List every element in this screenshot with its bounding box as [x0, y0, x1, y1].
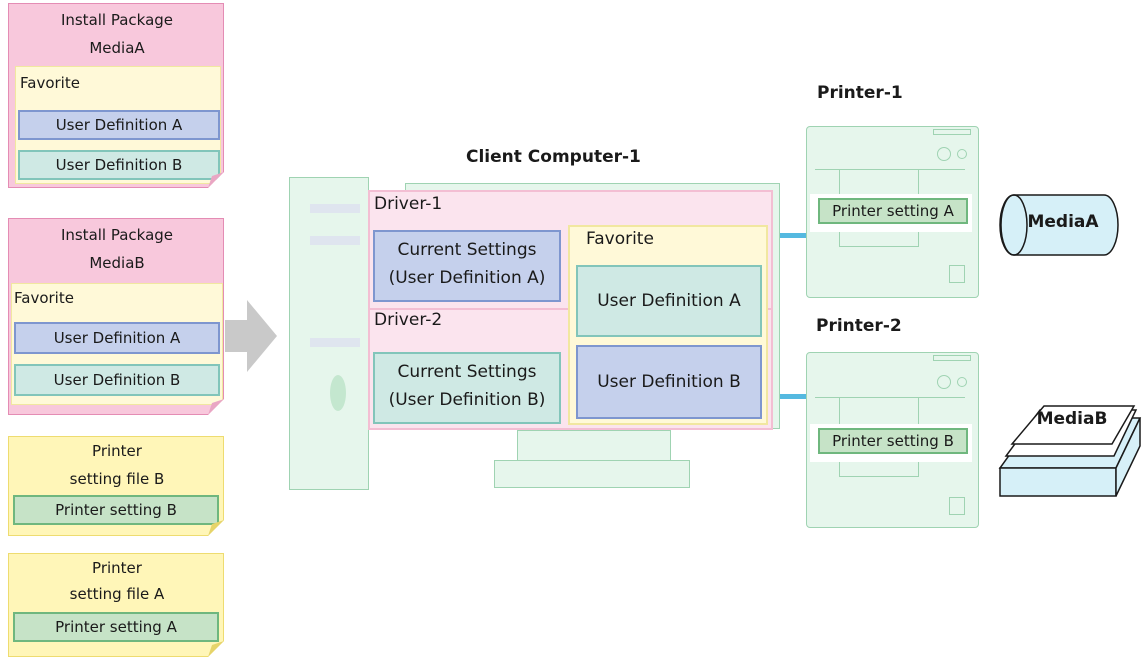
- printer-2-title: Printer-2: [816, 316, 902, 336]
- driver-user-definition-a: User Definition A: [576, 265, 762, 337]
- printer-button-icon: [937, 375, 951, 389]
- media-sheets-icon: [998, 405, 1142, 497]
- printer-setting-file-a-doc: Printer setting file A Printer setting A: [8, 553, 224, 657]
- printer-setting-a: Printer setting A: [13, 612, 219, 642]
- media-a-label: MediaA: [1027, 212, 1099, 232]
- current-settings-definition: (User Definition B): [388, 390, 546, 410]
- current-settings-label: Current Settings: [397, 240, 537, 260]
- doc-title: MediaA: [89, 39, 145, 57]
- printer-1-title: Printer-1: [817, 83, 903, 103]
- drive-slot: [310, 204, 360, 213]
- favorite-panel: Favorite User Definition A User Definiti…: [15, 66, 221, 184]
- printer-1-setting: Printer setting A: [818, 198, 968, 224]
- printer-setting-file-b-doc: Printer setting file B Printer setting B: [8, 436, 224, 536]
- cable-printer-1: [780, 233, 808, 238]
- printer-setting-b-label: Printer setting B: [810, 424, 972, 462]
- favorite-label: Favorite: [586, 229, 654, 249]
- favorite-label: Favorite: [20, 74, 80, 92]
- user-definition-b: User Definition B: [14, 364, 220, 396]
- driver-2-current-settings: Current Settings (User Definition B): [373, 352, 561, 424]
- doc-title: Install Package: [60, 226, 174, 244]
- driver-user-definition-b: User Definition B: [576, 345, 762, 419]
- printer-button-icon: [937, 147, 951, 161]
- printer-button-icon: [957, 149, 967, 159]
- page-fold-icon: [208, 172, 224, 188]
- driver-1-label: Driver-1: [374, 194, 443, 214]
- cable-printer-2: [780, 394, 808, 399]
- monitor-base: [494, 460, 690, 488]
- printer-setting-b: Printer setting B: [13, 495, 219, 525]
- driver-2-label: Driver-2: [374, 310, 443, 330]
- arrow-right-icon: [225, 300, 277, 372]
- current-settings-label: Current Settings: [397, 362, 537, 382]
- media-roll-icon: [999, 194, 1119, 256]
- computer-tower: [289, 177, 369, 490]
- doc-title: setting file A: [69, 585, 165, 603]
- printer-top-slot: [933, 355, 971, 361]
- favorite-label: Favorite: [14, 289, 74, 307]
- printer-window: [949, 497, 965, 515]
- printer-setting-a-label: Printer setting A: [810, 194, 972, 232]
- page-fold-icon: [208, 520, 224, 536]
- doc-title: setting file B: [69, 470, 165, 488]
- client-computer-title: Client Computer-1: [466, 147, 641, 167]
- printer-top-slot: [933, 129, 971, 135]
- page-fold-icon: [208, 399, 224, 415]
- media-b-label: MediaB: [1036, 409, 1108, 429]
- power-button-icon: [330, 375, 346, 411]
- doc-title: Printer: [92, 559, 142, 577]
- current-settings-definition: (User Definition A): [388, 268, 546, 288]
- user-definition-a: User Definition A: [14, 322, 220, 354]
- monitor-neck: [517, 430, 671, 464]
- printer-2-setting: Printer setting B: [818, 428, 968, 454]
- drive-slot: [310, 338, 360, 347]
- user-definition-b: User Definition B: [18, 150, 220, 180]
- install-package-mediaa-doc: Install Package MediaA Favorite User Def…: [8, 3, 224, 188]
- doc-title: Install Package: [60, 11, 174, 29]
- driver-1-current-settings: Current Settings (User Definition A): [373, 230, 561, 302]
- driver-favorite-panel: Favorite User Definition A User Definiti…: [568, 225, 768, 425]
- doc-title: Printer: [92, 442, 142, 460]
- user-definition-a: User Definition A: [18, 110, 220, 140]
- doc-title: MediaB: [89, 254, 145, 272]
- printer-button-icon: [957, 377, 967, 387]
- drive-slot: [310, 236, 360, 245]
- favorite-panel: Favorite User Definition A User Definiti…: [11, 283, 223, 405]
- printer-window: [949, 265, 965, 283]
- page-fold-icon: [208, 641, 224, 657]
- install-package-mediab-doc: Install Package MediaB Favorite User Def…: [8, 218, 224, 415]
